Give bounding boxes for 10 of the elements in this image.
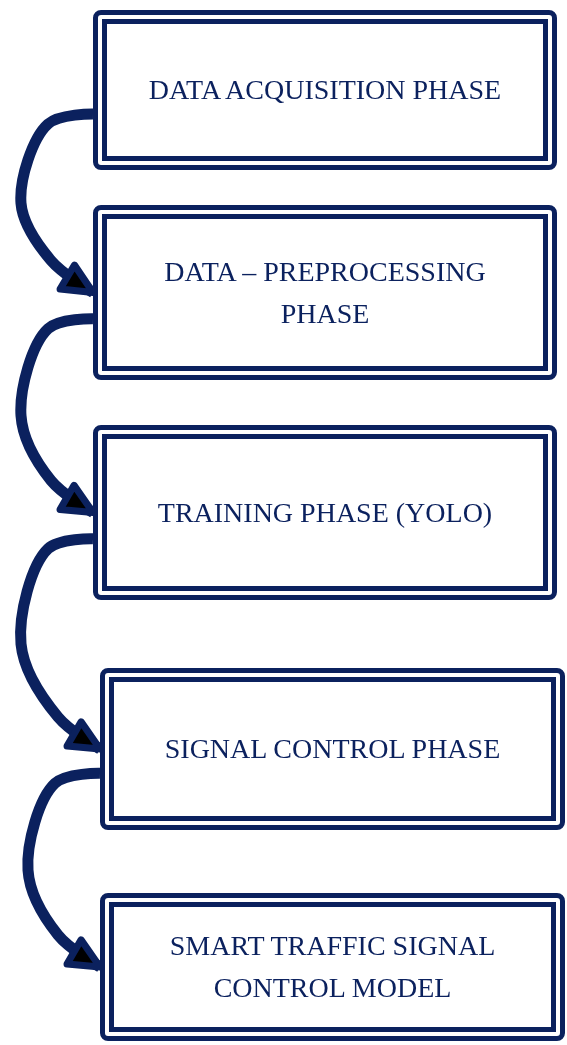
box-label: DATA – PREPROCESSING PHASE xyxy=(163,254,487,331)
process-box xyxy=(93,10,557,170)
box-label: SMART TRAFFIC SIGNAL CONTROL MODEL xyxy=(168,929,497,1005)
process-box xyxy=(100,893,565,1041)
process-box xyxy=(93,205,557,380)
box-label: SIGNAL CONTROL PHASE xyxy=(163,732,502,766)
process-box xyxy=(93,425,557,600)
process-box xyxy=(100,668,565,830)
box-label: DATA ACQUISITION PHASE xyxy=(147,73,503,107)
box-label: TRAINING PHASE (YOLO) xyxy=(156,495,494,530)
